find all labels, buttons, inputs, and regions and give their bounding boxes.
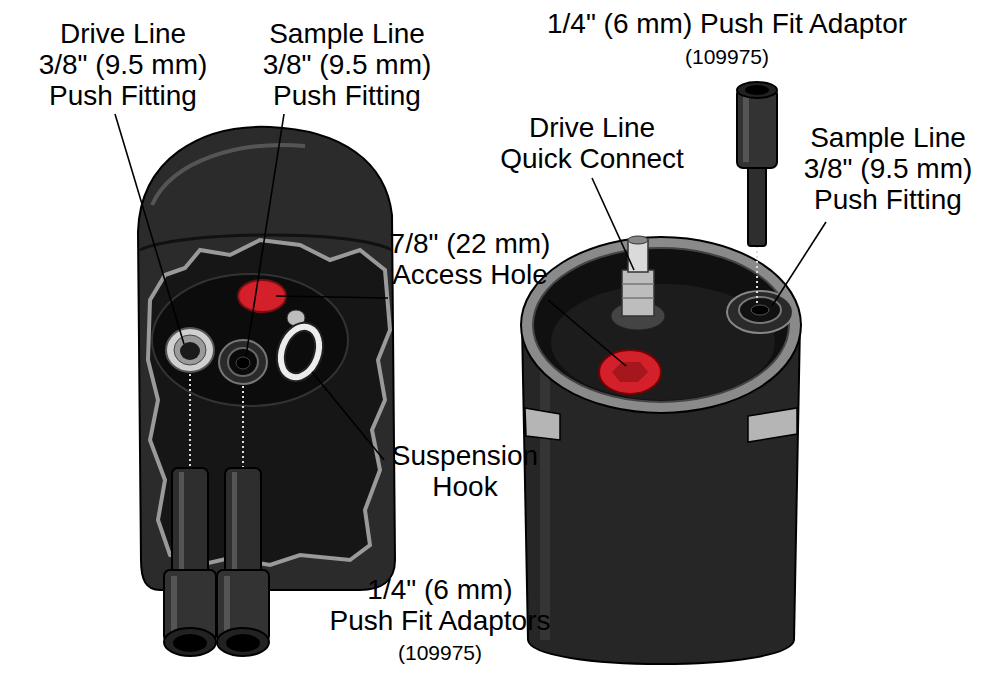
adaptor-mouth <box>737 82 777 98</box>
adaptor-bore <box>745 85 769 95</box>
part-number: (109975) <box>398 640 482 665</box>
sample-fitting <box>727 291 793 333</box>
adaptor-bore <box>173 634 207 652</box>
rim <box>521 237 801 413</box>
sample-fitting-bore <box>236 357 250 369</box>
callout-label: 1/4" (6 mm) Push Fit Adaptors <box>324 574 556 636</box>
insertion-guide <box>189 374 191 470</box>
insertion-guide <box>242 386 244 470</box>
drive-fitting-collet <box>174 335 206 365</box>
tube-highlight <box>743 96 749 162</box>
sample-fitting-collet <box>228 348 258 376</box>
leader-line <box>592 178 634 270</box>
callout-label: Drive Line 3/8" (9.5 mm) Push Fitting <box>35 18 211 111</box>
tube-highlight <box>224 576 230 636</box>
quick-connect-tip <box>628 236 648 244</box>
adaptor-mouth <box>217 628 269 656</box>
part-number: (109975) <box>685 44 769 69</box>
callout-label: Sample Line 3/8" (9.5 mm) Push Fitting <box>259 18 435 111</box>
adaptor-end <box>737 88 777 168</box>
drive-fitting <box>166 328 214 372</box>
tube-highlight <box>179 472 184 572</box>
callout-label: 7/8" (22 mm) Access Hole <box>384 228 556 290</box>
adaptor-tube <box>172 468 208 578</box>
sample-fitting-bore <box>751 305 769 315</box>
callout-label: Suspension Hook <box>375 440 555 502</box>
callout-label: Sample Line 3/8" (9.5 mm) Push Fitting <box>800 122 976 215</box>
adaptor-bore <box>226 634 260 652</box>
bayonet-slot <box>525 408 560 440</box>
leader-line <box>115 114 184 344</box>
callout-label: Drive Line Quick Connect <box>496 112 688 174</box>
tube-highlight <box>171 576 177 636</box>
callout-label: 1/4" (6 mm) Push Fit Adaptor <box>547 8 907 39</box>
adaptor-mouth <box>164 628 216 656</box>
insertion-guide <box>756 246 758 306</box>
interior-plate <box>152 274 348 406</box>
quick-connect-ridge <box>622 297 654 299</box>
housing-shell <box>138 127 395 590</box>
tube-highlight <box>232 472 237 572</box>
quick-connect-barb <box>628 240 648 272</box>
drive-fitting-bore <box>180 342 200 360</box>
leader-line <box>312 372 384 460</box>
adaptor-tube <box>225 468 261 578</box>
access-hole <box>599 350 661 394</box>
hook-outline <box>274 321 326 382</box>
quick-connect-ridge <box>622 283 654 285</box>
adaptor-tube <box>748 160 766 246</box>
quick-connect-body <box>622 270 654 316</box>
shell-highlight <box>152 145 305 205</box>
leader-line <box>548 300 626 366</box>
hole-plug-detail <box>612 362 648 382</box>
leader-line <box>276 296 388 298</box>
leader-line <box>246 114 284 356</box>
suspension-hook <box>274 321 326 382</box>
bayonet-slot <box>748 408 797 442</box>
sample-fitting <box>219 340 267 384</box>
leader-line <box>772 222 826 306</box>
shell-highlight <box>540 360 550 640</box>
